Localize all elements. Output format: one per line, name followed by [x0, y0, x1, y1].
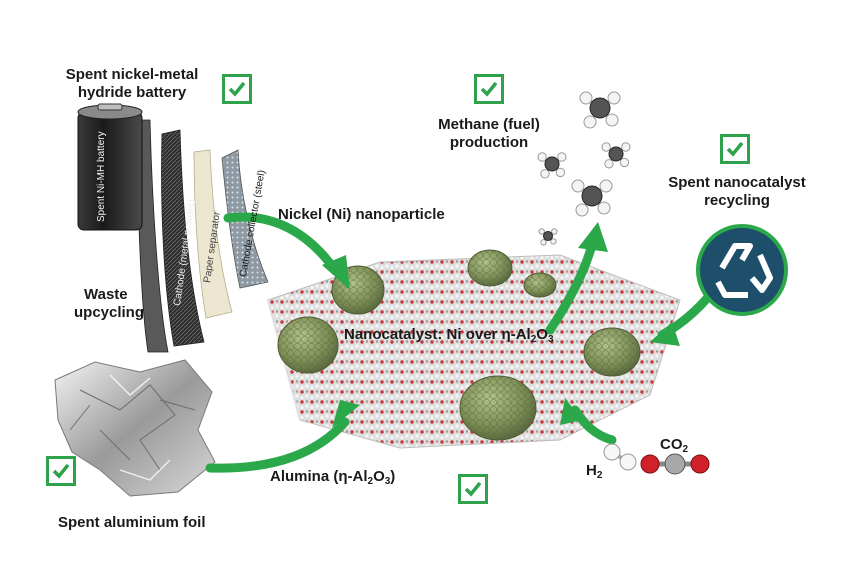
check-icon	[46, 456, 76, 486]
recycle-icon	[696, 224, 788, 316]
alumina-label: Alumina (η-Al2O3)	[270, 468, 396, 487]
methane-molecule	[538, 228, 558, 246]
methane-molecule	[537, 152, 567, 179]
methane-molecules	[537, 91, 631, 246]
nanoparticle	[523, 272, 557, 298]
h2-label: H2	[586, 462, 603, 481]
nanoparticle	[459, 375, 537, 441]
nanoparticle	[583, 327, 641, 377]
methane-molecule	[601, 142, 631, 169]
nickel-nanoparticle-label: Nickel (Ni) nanoparticle	[278, 206, 445, 223]
methane-molecule	[579, 91, 621, 129]
nanocatalyst-label: Nanocatalyst: Ni over η-Al2O3	[344, 326, 554, 345]
battery-illustration	[77, 103, 269, 353]
aluminium-foil	[54, 359, 216, 497]
check-icon	[474, 74, 504, 104]
check-icon	[458, 474, 488, 504]
nickel-nanoparticles	[277, 249, 641, 441]
check-icon	[222, 74, 252, 104]
foil-label: Spent aluminium foil	[58, 514, 206, 531]
nanoparticle	[467, 249, 513, 287]
co2-label: CO2	[660, 436, 689, 455]
methane-molecule	[571, 179, 613, 217]
methane-label: Methane (fuel)production	[438, 116, 540, 151]
nanoparticle	[277, 316, 339, 374]
battery-side-label: Spent Ni-MH battery	[96, 131, 107, 222]
check-icon	[720, 134, 750, 164]
molecule-icon	[603, 443, 710, 475]
arrow-heads	[322, 222, 680, 428]
